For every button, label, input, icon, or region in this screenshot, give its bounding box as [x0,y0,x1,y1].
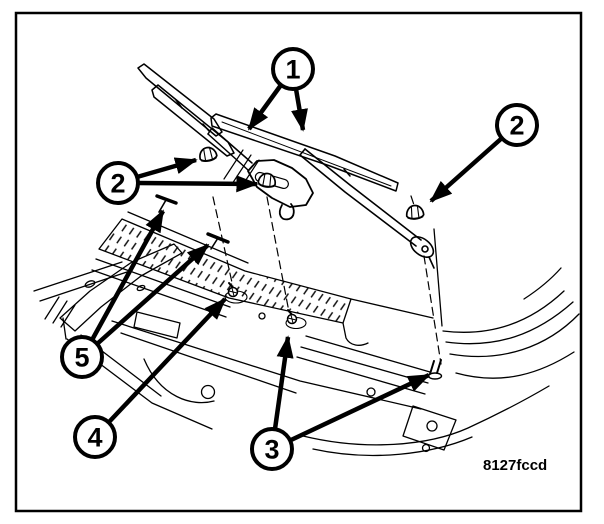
figure-code: 8127fccd [483,457,547,474]
callout-1: 1 [271,47,315,91]
pivot-bolt-left [224,282,248,304]
callout-arrows [90,83,504,443]
wiper-arm-nut-left-outer [197,145,219,164]
callout-2-right-arrow [429,136,504,203]
left-wiper-blade [137,63,235,157]
callout-3-arrow-right [290,372,431,443]
cowl-panel [33,211,580,457]
wiper-pivot-bracket [247,159,314,221]
pivot-bolt-center [285,309,307,330]
callout-1-arrow-right [291,88,308,132]
callout-2-left-circle [96,161,140,205]
callout-2-left-label: 2 [110,169,125,199]
linkage-clip [427,359,443,380]
windshield-edge [433,228,443,327]
callout-5-label: 5 [74,343,89,373]
callout-5-arrow-upper [90,209,165,342]
right-wiper-blade [210,113,399,192]
callout-4: 4 [73,415,117,459]
callout-2-right-label: 2 [509,111,524,141]
wiper-arm-nut-right [405,203,425,221]
callout-2-right-circle [495,103,539,147]
right-wiper-arm [299,148,435,269]
cowl-retainer-clip-right [206,232,230,250]
callout-5: 5 [60,335,104,379]
figure-border [14,11,583,513]
callout-5-circle [60,335,104,379]
callout-1-arrow-left [247,83,283,131]
callout-3: 3 [250,427,294,471]
callout-4-label: 4 [87,423,102,453]
left-wiper-arm [207,127,253,171]
callout-5-arrow-lower [95,243,210,346]
callout-3-arrow-up [272,335,294,430]
callout-4-arrow [107,297,227,424]
callout-4-circle [73,415,117,459]
callout-1-circle [271,47,315,91]
callout-3-circle [250,427,294,471]
callout-2-left: 2 [96,161,140,205]
cowl-retainer-clip-left [155,194,178,213]
alignment-dashed-lines [212,195,442,365]
bracket-hook [278,203,295,221]
callout-2-left-arrow-lower [137,175,259,193]
callout-1-label: 1 [285,55,300,85]
callout-3-label: 3 [264,435,279,465]
callout-2-left-arrow-upper [136,157,198,180]
callout-2-right: 2 [495,103,539,147]
